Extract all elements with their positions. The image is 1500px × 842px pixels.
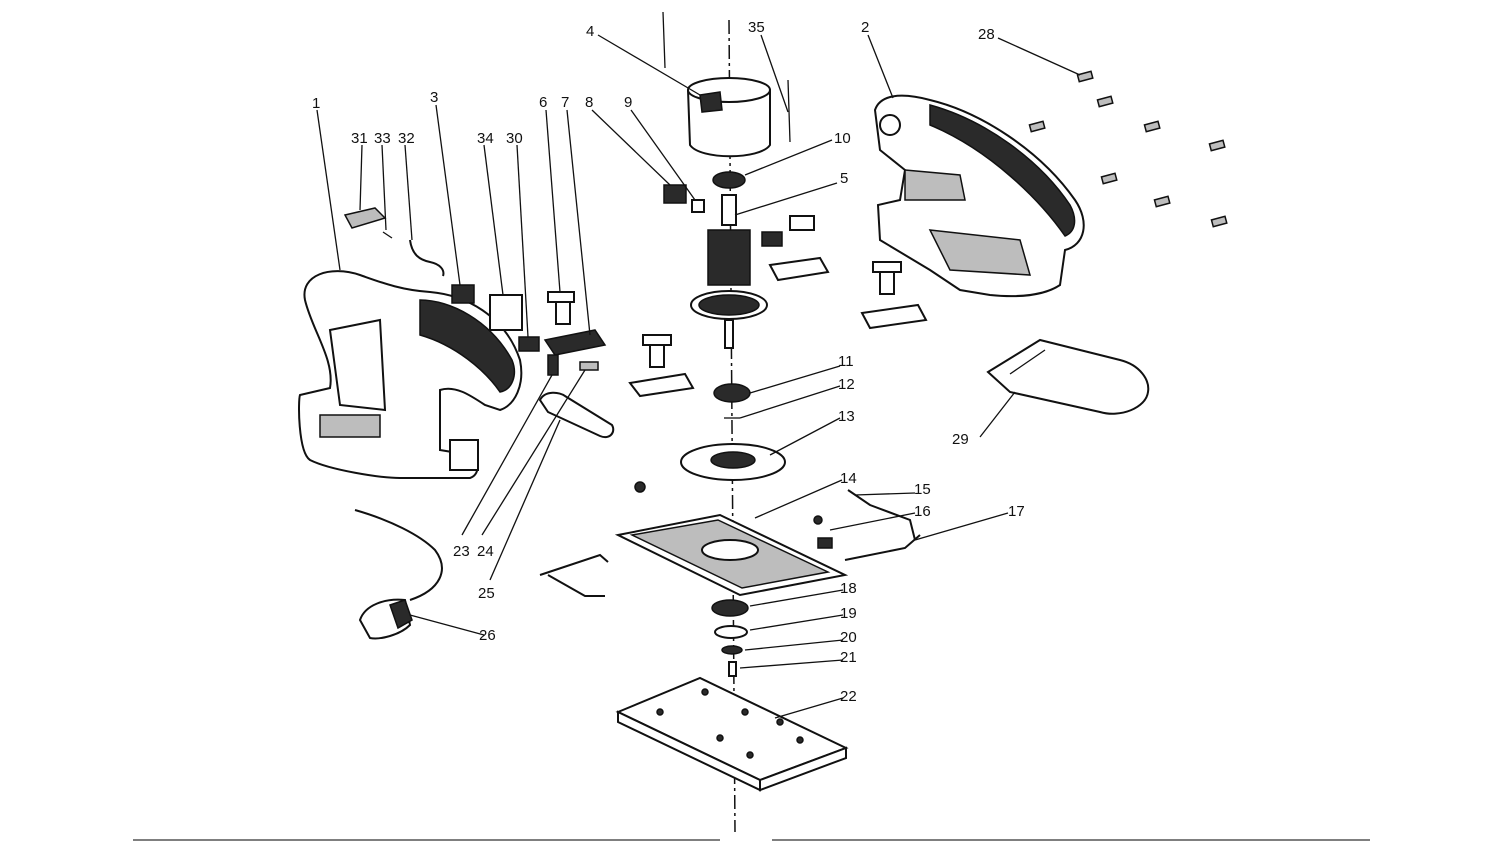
- part-21-screw: [728, 661, 737, 677]
- part-30-clip: [518, 336, 540, 352]
- callout-22: 22: [840, 688, 857, 705]
- part-2-right-housing: [873, 94, 1085, 298]
- part-16-clip: [817, 537, 833, 549]
- callout-7: 7: [561, 94, 569, 111]
- callout-32: 32: [398, 130, 415, 147]
- part-clamp-left: [539, 553, 609, 597]
- part-13-fan: [680, 443, 786, 481]
- leader-lines: [316, 34, 1081, 719]
- part-19-washer: [714, 625, 748, 639]
- callout-19: 19: [840, 605, 857, 622]
- part-9-brush-spring: [691, 199, 705, 213]
- part-screw-top-left: [662, 11, 666, 69]
- callout-6: 6: [539, 94, 547, 111]
- callout-24: 24: [477, 543, 494, 560]
- callout-8: 8: [585, 94, 593, 111]
- callout-1: 1: [312, 95, 320, 112]
- callout-34: 34: [477, 130, 494, 147]
- callout-2: 2: [861, 19, 869, 36]
- callout-25: 25: [478, 585, 495, 602]
- callout-29: 29: [952, 431, 969, 448]
- part-33-pin: [382, 231, 393, 239]
- part-25-dust-tube: [538, 391, 615, 438]
- part-15-clamp-wire: [847, 489, 916, 541]
- part-5-armature: [690, 194, 768, 349]
- part-29-battery-pack: [986, 338, 1150, 415]
- part-8-carbon-brush: [663, 184, 687, 204]
- callout-11: 11: [838, 353, 854, 370]
- callout-31: 31: [351, 130, 368, 147]
- part-3-switch: [451, 284, 475, 304]
- callout-21: 21: [840, 649, 857, 666]
- callout-17: 17: [1008, 503, 1025, 520]
- callout-9: 9: [624, 94, 632, 111]
- callout-35: 35: [748, 19, 765, 36]
- callout-4: 4: [586, 23, 594, 40]
- callout-18: 18: [840, 580, 857, 597]
- part-1-left-housing: [298, 270, 523, 479]
- part-32-spring: [409, 239, 445, 277]
- callout-15: 15: [914, 481, 931, 498]
- brush-holder-far-right: [860, 261, 928, 330]
- callout-13: 13: [838, 408, 855, 425]
- callout-26: 26: [479, 627, 496, 644]
- callout-20: 20: [840, 629, 857, 646]
- part-6-brush-holder: [547, 291, 575, 325]
- callout-16: 16: [914, 503, 931, 520]
- part-7-brush-plate: [543, 329, 607, 356]
- part-screw-base-left: [634, 481, 646, 493]
- part-23-connector: [547, 354, 559, 376]
- part-26-charger: [354, 509, 443, 640]
- part-22-sanding-pad: [615, 676, 849, 792]
- part-11-bearing: [713, 383, 751, 403]
- callout-5: 5: [840, 170, 848, 187]
- callout-23: 23: [453, 543, 470, 560]
- callout-14: 14: [840, 470, 857, 487]
- callout-3: 3: [430, 89, 438, 106]
- callout-12: 12: [838, 376, 855, 393]
- callout-28: 28: [978, 26, 995, 43]
- part-20-washer: [721, 645, 743, 655]
- callout-labels: 1 2 3 4 5 6 7 8 9 10 11 12 13 14 15 16 1…: [312, 19, 1025, 705]
- part-35-screw: [787, 79, 791, 143]
- callout-10: 10: [834, 130, 851, 147]
- part-28-screws: [1028, 70, 1228, 228]
- part-18-bearing: [711, 599, 749, 617]
- brush-holder-right: [761, 215, 830, 282]
- part-31-switch-cap: [343, 207, 387, 229]
- brush-holder-left: [628, 334, 695, 398]
- part-14-base-plate: [614, 513, 849, 597]
- callout-30: 30: [506, 130, 523, 147]
- part-24-pin: [579, 361, 599, 371]
- part-34-capacitor: [489, 294, 523, 331]
- part-4-fan-cover: [686, 77, 771, 158]
- callout-33: 33: [374, 130, 391, 147]
- part-17-clamp-wire: [844, 534, 921, 561]
- part-10-bearing: [712, 171, 746, 189]
- part-16-screw: [813, 515, 823, 525]
